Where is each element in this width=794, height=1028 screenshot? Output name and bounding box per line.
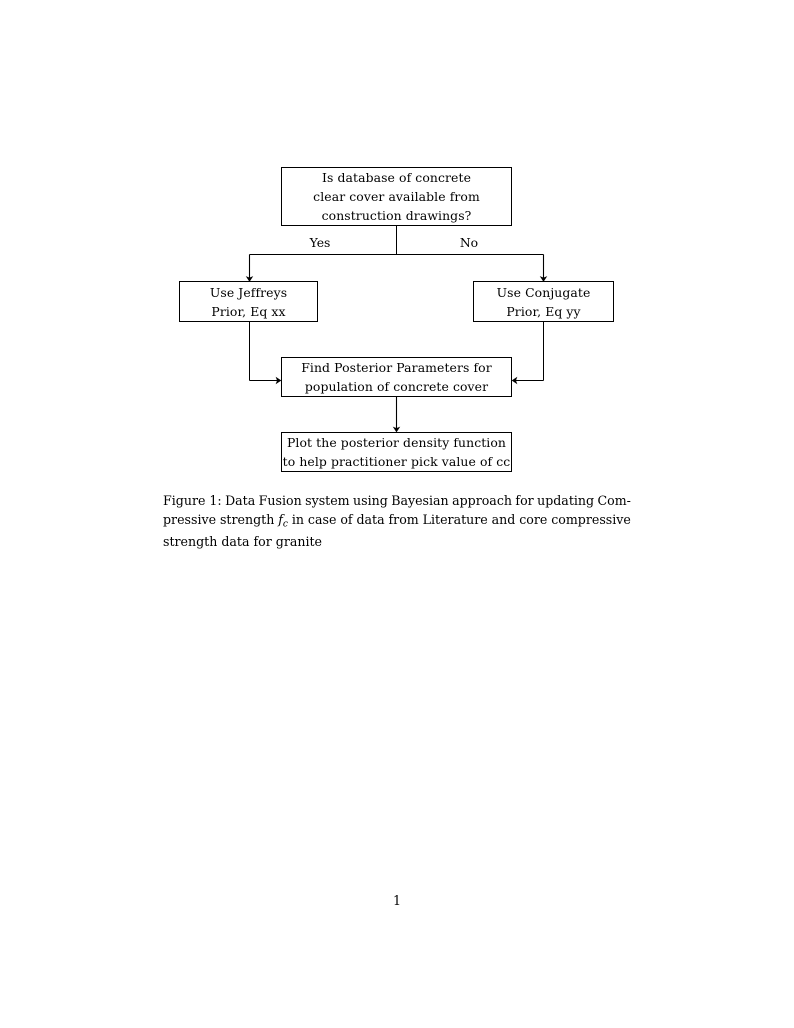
edge-label-no: No xyxy=(459,235,479,250)
caption-w-16: from xyxy=(388,511,419,527)
caption-figure-label: Figure 1: xyxy=(163,493,222,508)
caption-line-3: strength data for granite xyxy=(163,534,322,550)
caption-w-3: system xyxy=(305,493,350,508)
node-conjugate-line-2: Prior, Eq yy xyxy=(506,303,581,319)
node-jeffreys-line-1: Use Jeffreys xyxy=(209,284,288,300)
caption-w-5: Bayesian xyxy=(391,493,449,508)
caption-w-18: and xyxy=(491,511,516,527)
caption-w-4: using xyxy=(353,493,388,508)
figure-caption: Figure 1: Data Fusion system using Bayes… xyxy=(163,492,631,552)
node-question-line-3: construction drawings? xyxy=(321,208,472,223)
caption-w-15: data xyxy=(356,511,385,527)
node-plot-line-2: to help practitioner pick value of cc xyxy=(282,454,511,469)
flow-node-find-posterior-parameters: Find Posterior Parameters for population… xyxy=(281,357,512,397)
math-subscript-c: c xyxy=(282,518,288,529)
node-jeffreys-line-2: Prior, Eq xx xyxy=(211,303,286,319)
caption-w-11: strength xyxy=(219,511,275,527)
node-question-line-2: clear cover available from xyxy=(313,189,480,204)
caption-w-9: Com- xyxy=(597,493,631,508)
node-posterior-line-2: population of concrete cover xyxy=(304,379,489,394)
node-posterior-line-1: Find Posterior Parameters for xyxy=(301,360,492,375)
caption-w-14: of xyxy=(340,511,353,527)
caption-w-8: updating xyxy=(537,493,595,508)
page-number: 1 xyxy=(392,893,401,908)
caption-w-19: core xyxy=(519,511,548,527)
caption-w-13: case xyxy=(307,511,337,527)
caption-w-7: for xyxy=(515,493,534,508)
caption-w-2: Fusion xyxy=(258,493,302,508)
flowchart-connectors xyxy=(245,226,548,433)
node-conjugate-line-1: Use Conjugate xyxy=(496,284,591,300)
caption-math-fc: fc xyxy=(278,511,288,534)
caption-w-17: Literature xyxy=(422,511,488,527)
node-question-line-1: Is database of concrete xyxy=(322,170,471,185)
edge-label-yes: Yes xyxy=(309,235,331,250)
caption-w-6: approach xyxy=(452,493,512,508)
caption-line-2: pressive strength fc in case of data fro… xyxy=(163,511,631,534)
flow-node-conjugate-prior: Use Conjugate Prior, Eq yy xyxy=(473,281,614,322)
math-variable-f: f xyxy=(278,511,283,527)
flow-node-plot-posterior-density: Plot the posterior density function to h… xyxy=(281,432,512,472)
caption-w-1: Data xyxy=(225,493,256,508)
caption-w-12: in xyxy=(291,511,305,527)
caption-line-1: Figure 1: Data Fusion system using Bayes… xyxy=(163,492,631,511)
caption-w-20: compressive xyxy=(551,511,631,527)
flow-node-jeffreys-prior: Use Jeffreys Prior, Eq xx xyxy=(179,281,318,322)
node-plot-line-1: Plot the posterior density function xyxy=(286,435,507,450)
flow-node-question: Is database of concrete clear cover avai… xyxy=(281,167,512,226)
caption-w-10: pressive xyxy=(163,511,217,527)
figure-1-flowchart: Is database of concrete clear cover avai… xyxy=(0,0,794,490)
